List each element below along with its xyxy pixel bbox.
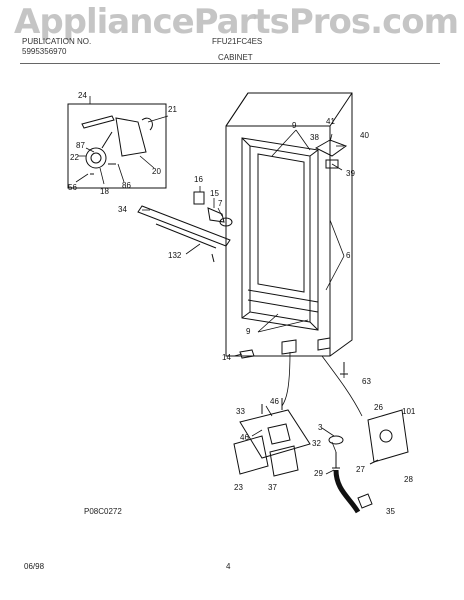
top-hinge [314, 130, 348, 169]
figure-code: P08C0272 [84, 507, 122, 516]
callout-18: 18 [100, 187, 109, 196]
inset-box-upper-left [67, 103, 167, 189]
callout-37: 37 [268, 483, 277, 492]
callout-28: 28 [404, 475, 413, 484]
callout-7: 7 [218, 199, 223, 208]
callout-9-bottom: 9 [246, 327, 251, 336]
callout-29: 29 [314, 469, 323, 478]
callout-24: 24 [78, 91, 87, 100]
light-assembly [193, 191, 233, 227]
drain-assembly [328, 435, 361, 514]
callout-56: 56 [68, 183, 77, 192]
header-rule [20, 63, 440, 64]
callout-22: 22 [70, 153, 79, 162]
inset-lower-left [233, 398, 311, 477]
callout-20: 20 [152, 167, 161, 176]
leader-lines [75, 96, 363, 475]
callout-23: 23 [234, 483, 243, 492]
callout-9-top: 9 [292, 121, 297, 130]
callout-16: 16 [194, 175, 203, 184]
callout-40: 40 [360, 131, 369, 140]
print-date: 06/98 [24, 562, 45, 571]
lower-hinge-brackets [281, 337, 331, 355]
publication-number: 5995356970 [22, 47, 67, 56]
callout-3: 3 [318, 423, 323, 432]
publication-label: PUBLICATION NO. [22, 37, 92, 46]
callout-38: 38 [310, 133, 319, 142]
callout-86: 86 [122, 181, 131, 190]
callout-46-bottom: 46 [240, 433, 249, 442]
callout-34: 34 [118, 205, 127, 214]
callout-6: 6 [346, 251, 351, 260]
callout-46-top: 46 [270, 397, 279, 406]
clip-35 [357, 493, 373, 509]
section-title: CABINET [218, 53, 253, 62]
callout-15: 15 [210, 189, 219, 198]
cabinet-body [225, 92, 353, 357]
trim-strip [137, 205, 231, 263]
inset-lower-right [367, 409, 409, 465]
callout-35: 35 [386, 507, 395, 516]
callout-41: 41 [326, 117, 335, 126]
page-number: 4 [226, 562, 231, 571]
callout-26: 26 [374, 403, 383, 412]
plug-14 [239, 349, 255, 359]
callout-132: 132 [168, 251, 182, 260]
callout-14: 14 [222, 353, 231, 362]
callout-32: 32 [312, 439, 321, 448]
callout-87: 87 [76, 141, 85, 150]
callout-101: 101 [402, 407, 416, 416]
callout-39: 39 [346, 169, 355, 178]
callout-33: 33 [236, 407, 245, 416]
watermark: AppliancePartsPros.com [14, 2, 459, 42]
callout-labels: 24 21 87 22 20 56 18 86 16 15 7 34 132 9… [68, 91, 416, 516]
model-number: FFU21FC4ES [212, 37, 263, 46]
callout-27: 27 [356, 465, 365, 474]
callout-21: 21 [168, 105, 177, 114]
callout-63: 63 [362, 377, 371, 386]
